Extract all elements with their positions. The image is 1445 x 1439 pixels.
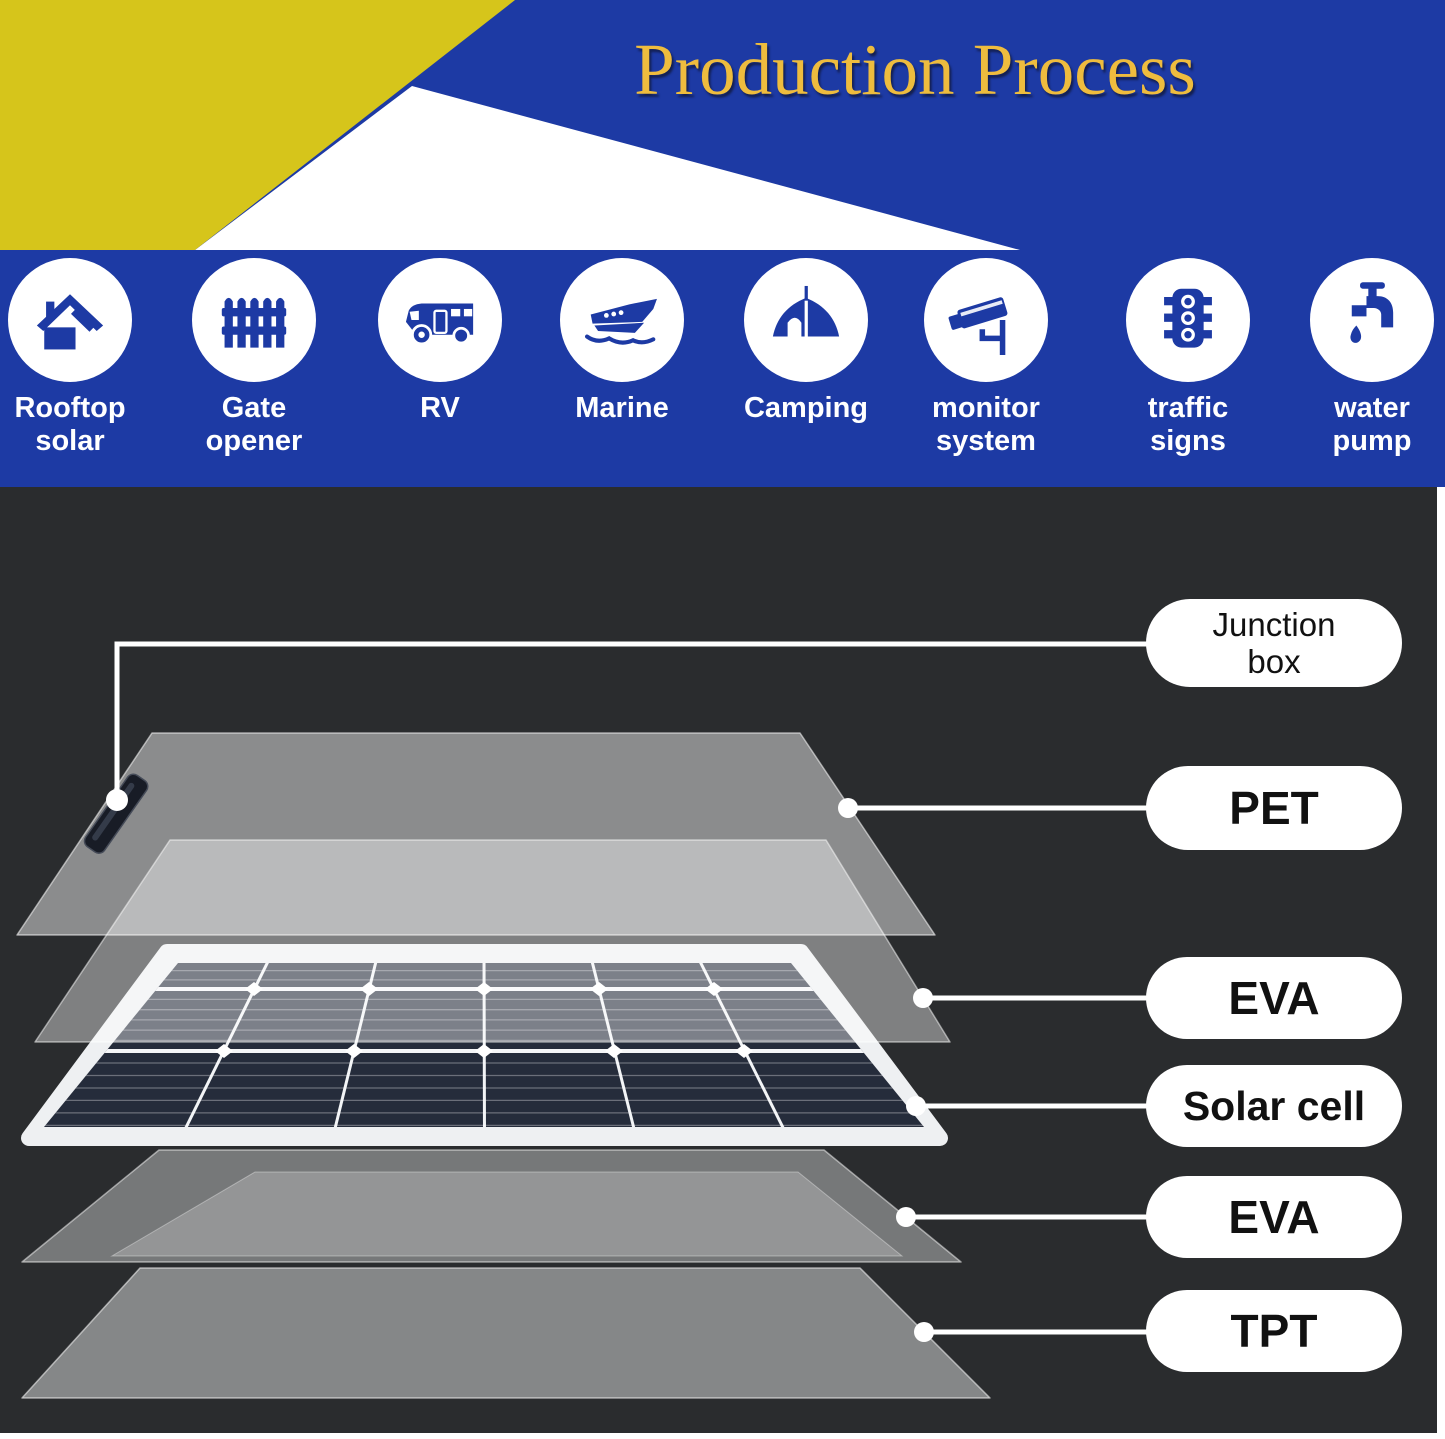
leader-dot-tpt xyxy=(914,1322,934,1342)
callout-text: PET xyxy=(1229,782,1319,834)
callout-text: EVA xyxy=(1228,972,1320,1024)
rooftop-solar-icon xyxy=(36,294,104,350)
app-label: Camping xyxy=(743,392,869,424)
leader-line-junction-box xyxy=(114,641,1153,803)
right-edge-line xyxy=(1437,487,1445,1439)
callout-text: Solar cell xyxy=(1182,1082,1366,1129)
app-item-camping: Camping xyxy=(711,258,901,425)
marine-icon xyxy=(584,298,657,345)
page-title: Production Process xyxy=(634,29,1196,110)
callout-text: Junction xyxy=(1212,606,1336,643)
rv-icon xyxy=(405,303,474,346)
callout-text: EVA xyxy=(1228,1191,1320,1243)
leader-dot-solar-cell xyxy=(906,1096,926,1116)
icon-circle xyxy=(8,258,132,382)
icon-circle xyxy=(560,258,684,382)
eva-bottom-layer-highlight xyxy=(110,1171,904,1257)
leader-dot-pet xyxy=(838,798,858,818)
solar-cell-layer xyxy=(21,944,948,1146)
callout-eva-bottom: EVA xyxy=(1146,1176,1402,1258)
bottom-edge-line xyxy=(0,1433,1445,1439)
eva-top-layer xyxy=(34,839,951,1043)
icon-circle xyxy=(924,258,1048,382)
icon-circle xyxy=(1126,258,1250,382)
eva-bottom-layer xyxy=(21,1149,962,1263)
callout-eva-top: EVA xyxy=(1146,957,1402,1039)
gate-opener-icon xyxy=(221,297,287,348)
leader-dot-eva-top xyxy=(913,988,933,1008)
callout-tpt: TPT xyxy=(1146,1290,1402,1372)
pet-layer xyxy=(16,732,936,936)
callout-text: TPT xyxy=(1230,1305,1318,1357)
camping-icon xyxy=(772,285,840,337)
app-label: RV xyxy=(420,392,460,424)
app-item-marine: Marine xyxy=(527,258,717,425)
icon-circle xyxy=(744,258,868,382)
callout-pet: PET xyxy=(1146,766,1402,850)
app-label: Marine xyxy=(575,392,669,424)
leader-lines xyxy=(114,641,1153,1335)
tpt-layer xyxy=(21,1267,991,1399)
solar-grid-hairlines xyxy=(44,969,924,1127)
callout-junction-box: Junction box xyxy=(1146,599,1402,687)
icon-circle xyxy=(1310,258,1434,382)
app-item-rv: RV xyxy=(345,258,535,425)
traffic-signs-icon xyxy=(1164,288,1212,348)
header-banner: Production Process xyxy=(0,0,1445,250)
water-pump-icon xyxy=(1350,282,1394,343)
callout-text: box xyxy=(1247,643,1301,680)
leader-dot-eva-bottom xyxy=(896,1207,916,1227)
monitor-system-icon xyxy=(948,297,1008,355)
layer-diagram xyxy=(16,641,1153,1399)
leader-dot-junction-box xyxy=(106,789,128,811)
icon-circle xyxy=(378,258,502,382)
callout-solar-cell: Solar cell xyxy=(1146,1065,1402,1147)
icon-circle xyxy=(192,258,316,382)
solar-solder-diamonds xyxy=(215,982,753,1058)
leader-dots xyxy=(106,789,934,1342)
